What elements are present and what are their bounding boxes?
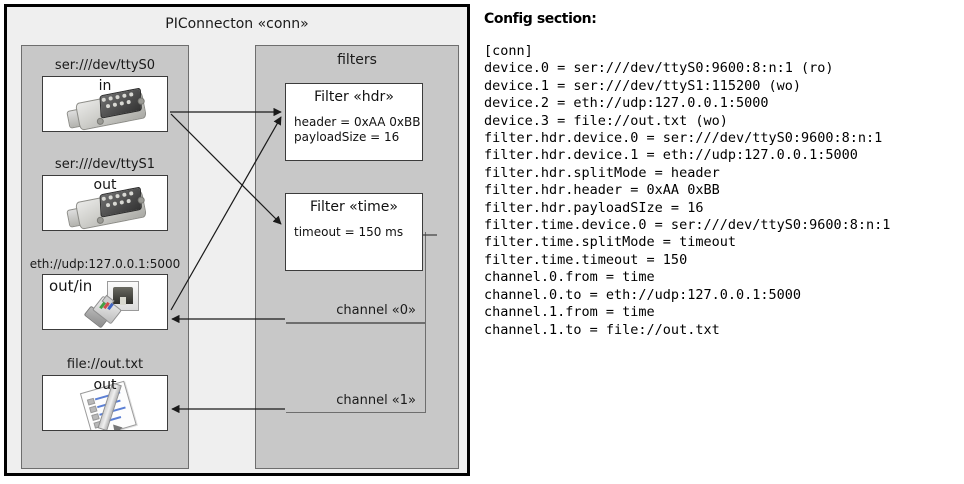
devices-panel: ser:///dev/ttyS0 in [21, 45, 189, 469]
filter-title: Filter «time» [310, 199, 398, 215]
config-text: [conn] device.0 = ser:///dev/ttyS0:9600:… [484, 43, 891, 338]
diagram-title: PIConnecton «conn» [165, 16, 309, 32]
filters-panel-title: filters [337, 52, 377, 68]
device-node-file[interactable]: file://out.txt out [22, 357, 188, 431]
device-box[interactable]: in [42, 76, 168, 132]
device-direction: in [98, 78, 112, 94]
diagram-frame: PIConnecton «conn» ser:///dev/ttyS0 in [4, 4, 470, 476]
config-section: Config section: [conn] device.0 = ser://… [484, 8, 962, 476]
filter-node-hdr[interactable]: Filter «hdr» header = 0xAA 0xBB payloadS… [285, 83, 423, 161]
filter-attrs: header = 0xAA 0xBB payloadSize = 16 [294, 115, 422, 145]
device-direction: out [93, 377, 117, 393]
filter-attr: timeout = 150 ms [294, 225, 404, 239]
device-label: file://out.txt [66, 357, 144, 372]
device-box[interactable]: out [42, 375, 168, 431]
device-node-eth[interactable]: eth://udp:127.0.0.1:5000 out/in [22, 256, 188, 330]
config-heading: Config section: [484, 11, 597, 27]
channel-region-1[interactable]: channel «1» [286, 323, 426, 413]
device-node-ttyS0[interactable]: ser:///dev/ttyS0 in [22, 58, 188, 132]
device-box[interactable]: out/in [42, 274, 168, 330]
device-direction: out/in [49, 277, 93, 295]
channel-label: channel «0» [336, 303, 416, 318]
filter-attr: header = 0xAA 0xBB [294, 115, 421, 129]
device-node-ttyS1[interactable]: ser:///dev/ttyS1 out [22, 157, 188, 231]
device-box[interactable]: out [42, 175, 168, 231]
filter-node-time[interactable]: Filter «time» timeout = 150 ms [285, 193, 423, 271]
filter-title: Filter «hdr» [314, 89, 394, 105]
channel-label: channel «1» [336, 393, 416, 408]
filter-attrs: timeout = 150 ms [294, 225, 422, 240]
ethernet-icon [83, 281, 161, 329]
device-label: ser:///dev/ttyS1 [54, 157, 156, 172]
device-direction: out [93, 177, 117, 193]
filter-attr: payloadSize = 16 [294, 130, 400, 144]
device-label: eth://udp:127.0.0.1:5000 [29, 257, 181, 271]
device-label: ser:///dev/ttyS0 [54, 58, 156, 73]
